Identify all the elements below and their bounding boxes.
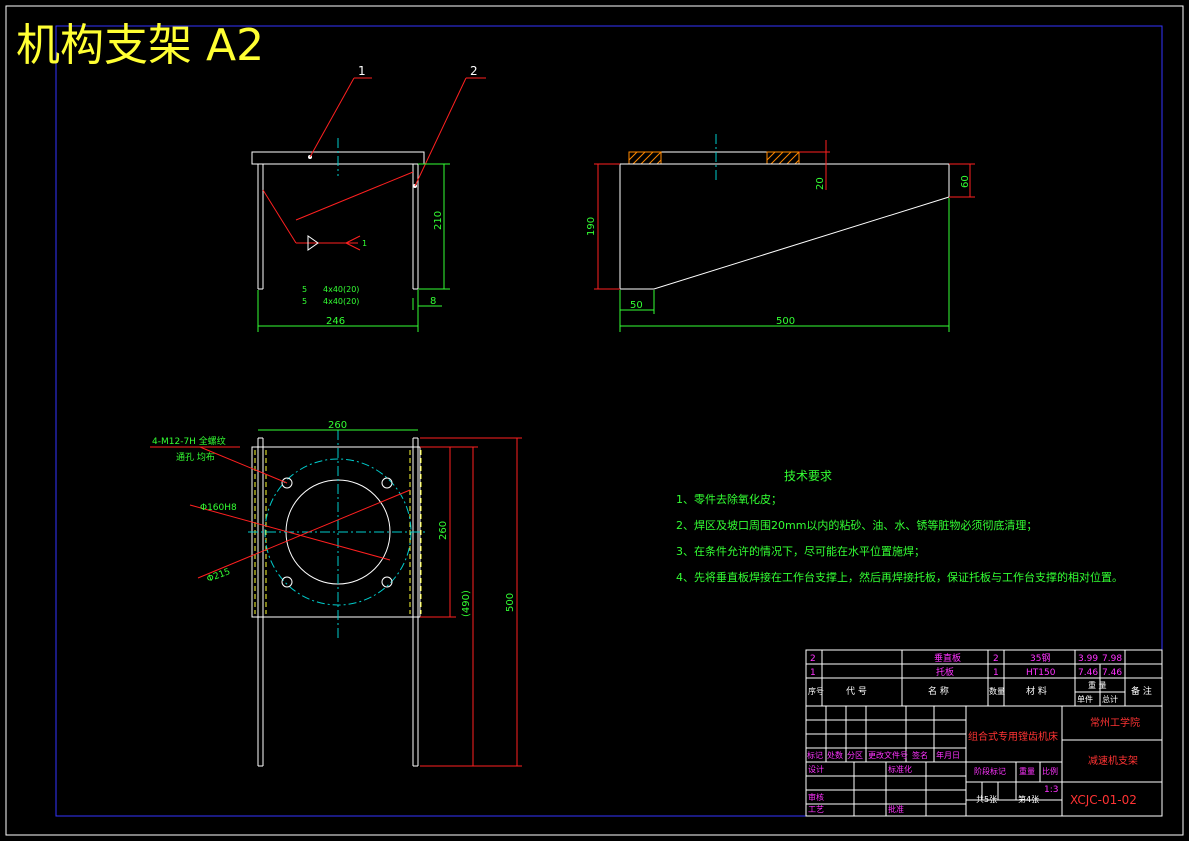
dim-top-width-260: 260 — [328, 420, 347, 431]
drawing-title: 机构支架 A2 — [16, 20, 264, 71]
dia-circle-label: Φ160H8 — [200, 503, 237, 513]
design-label: 设计 — [808, 764, 824, 774]
approve-label: 批准 — [888, 804, 904, 814]
tech-item-4: 4、先将垂直板焊接在工作台支撑上，然后再焊接托板，保证托板与工作台支撑的相对位置… — [676, 570, 1123, 584]
sheets-total: 共5张 — [976, 795, 997, 804]
tech-item-2: 2、焊区及坡口周围20mm以内的粘砂、油、水、锈等脏物必须彻底清理； — [676, 518, 1037, 532]
top-view — [150, 429, 522, 767]
drawing-frame — [55, 25, 1163, 817]
bom-unit-w-1: 7.46 — [1078, 668, 1098, 678]
dim-left-foot-50: 50 — [630, 300, 643, 311]
front-view — [251, 77, 486, 332]
rev-zone: 分区 — [847, 751, 863, 760]
weld-label-1: 4x40(20) — [323, 285, 359, 294]
tech-item-3: 3、在条件允许的情况下，尽可能在水平位置施焊； — [676, 544, 925, 558]
dim-height-210: 210 — [433, 211, 444, 230]
bom-no-2: 2 — [810, 654, 816, 664]
project-name: 组合式专用镗齿机床 — [968, 730, 1058, 743]
weld-balloon: 1 — [362, 239, 367, 248]
title-block — [805, 649, 1163, 817]
bom-name-2: 垂直板 — [934, 652, 961, 664]
weld-size-2: 5 — [302, 297, 307, 306]
bom-qty-1: 1 — [993, 668, 999, 678]
bom-name-1: 托板 — [936, 666, 954, 678]
balloon-2: 2 — [470, 64, 478, 78]
header-total: 总计 — [1102, 694, 1118, 704]
scale-value: 1:3 — [1044, 785, 1058, 795]
side-view — [594, 134, 975, 332]
header-material: 材 料 — [1026, 685, 1047, 697]
bom-unit-w-2: 3.99 — [1078, 654, 1098, 664]
rev-sign: 签名 — [912, 750, 928, 760]
balloon-1: 1 — [358, 64, 366, 78]
sheet-border — [5, 5, 1184, 836]
sheet-number: 第4张 — [1018, 794, 1039, 804]
weld-size-1: 5 — [302, 285, 307, 294]
rev-date: 年月日 — [936, 750, 960, 760]
weight-label: 重量 — [1019, 766, 1035, 776]
bom-qty-2: 2 — [993, 654, 999, 664]
bom-material-1: HT150 — [1026, 668, 1056, 678]
dim-side-height-190: 190 — [586, 217, 597, 236]
bom-total-w-2: 7.98 — [1102, 654, 1122, 664]
tech-heading: 技术要求 — [784, 469, 832, 483]
drawing-number: XCJC-01-02 — [1070, 793, 1137, 807]
dim-total-length-500: 500 — [776, 316, 795, 327]
dim-right-height-60: 60 — [960, 175, 971, 188]
scale-label: 比例 — [1042, 766, 1058, 776]
school-name: 常州工学院 — [1090, 716, 1140, 729]
weld-label-2: 4x40(20) — [323, 297, 359, 306]
dim-thickness-8: 8 — [430, 296, 436, 307]
header-name: 名 称 — [928, 685, 949, 697]
header-remark: 备 注 — [1131, 685, 1152, 697]
header-unit: 单件 — [1077, 694, 1093, 704]
thread-label-2: 通孔 均布 — [176, 451, 215, 463]
process-label: 工艺 — [808, 805, 824, 814]
stage-label: 阶段标记 — [974, 766, 1006, 776]
standardization-label: 标准化 — [888, 764, 912, 774]
dim-plate-thickness-20: 20 — [815, 177, 826, 190]
dim-top-height-260: 260 — [438, 521, 449, 540]
tech-item-1: 1、零件去除氧化皮； — [676, 492, 782, 506]
dim-total-height-500: 500 — [505, 593, 516, 612]
rev-doc: 更改文件号 — [868, 750, 908, 760]
rev-count: 处数 — [827, 750, 843, 760]
bom-no-1: 1 — [810, 668, 816, 678]
dia-outer-label: Φ215 — [206, 567, 232, 585]
bom-total-w-1: 7.46 — [1102, 668, 1122, 678]
header-code: 代 号 — [846, 686, 867, 697]
dim-ref-490: (490) — [461, 590, 472, 617]
rev-mark: 标记 — [807, 750, 823, 760]
bom-material-2: 35钢 — [1030, 652, 1050, 664]
header-no: 序号 — [808, 686, 824, 696]
header-qty: 数量 — [989, 686, 1005, 696]
drawing-name: 减速机支架 — [1088, 754, 1138, 767]
dim-width-246: 246 — [326, 316, 345, 327]
header-weight: 重 量 — [1088, 680, 1107, 690]
review-label: 审核 — [808, 792, 824, 802]
thread-label-1: 4-M12-7H 全螺纹 — [152, 435, 226, 447]
